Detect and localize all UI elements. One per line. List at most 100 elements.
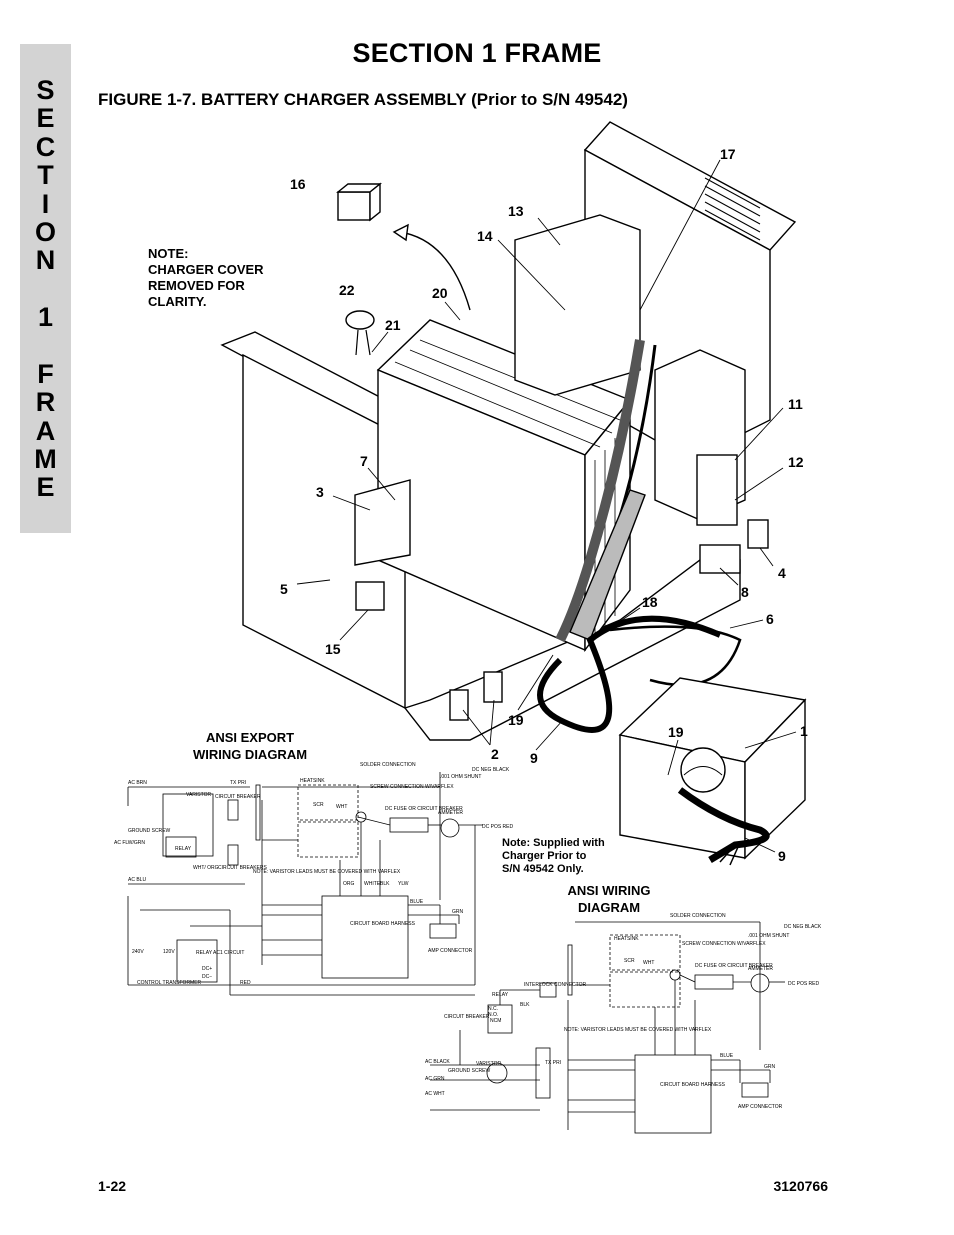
ansi-label: INTERLOCK CONNECTOR (524, 982, 587, 988)
ansi-wiring-diagram: ANSI WIRING DIAGRAM (425, 883, 822, 1134)
note-line: REMOVED FOR (148, 278, 245, 293)
side-tab-letter: A (35, 415, 56, 446)
side-tab-letter: F (37, 358, 54, 389)
note-line: CHARGER COVER (148, 262, 264, 277)
ansi-label: BLK (520, 1002, 530, 1008)
ansi-diagram-title: ANSI WIRING (567, 883, 650, 898)
side-tab-letter: E (36, 472, 55, 503)
callout-9: 9 (778, 848, 786, 864)
ansi-label: AC WHT (425, 1091, 445, 1097)
ansi-diagram-title: DIAGRAM (578, 900, 640, 915)
ansi-label: NCM (490, 1018, 501, 1024)
ansi-label: DC FUSE OR CIRCUIT BREAKER (695, 963, 773, 969)
export-label: DC− (202, 974, 212, 980)
callout-20: 20 (432, 285, 448, 301)
export-label: DC FUSE OR CIRCUIT BREAKER (385, 806, 463, 812)
export-label: WHT (336, 804, 347, 810)
side-tab-letter: C (35, 131, 56, 162)
callout-8: 8 (741, 584, 749, 600)
export-wiring-diagram: ANSI EXPORT WIRING DIAGRAM (114, 730, 514, 996)
ansi-label: SOLDER CONNECTION (670, 913, 726, 919)
side-tab-letter: N (35, 245, 56, 276)
side-tab-letter: 1 (37, 302, 54, 333)
callout-6: 6 (766, 611, 774, 627)
side-tab-letter: T (37, 160, 54, 191)
export-label: AC FLW/GRN (114, 840, 145, 846)
ansi-label: DC POS RED (788, 981, 820, 987)
export-label: .001 OHM SHUNT (440, 774, 481, 780)
ansi-label: GRN (764, 1064, 776, 1070)
export-label: BLK (380, 881, 390, 887)
export-label: DC NEG BLACK (472, 767, 510, 773)
export-label: GROUND SCREW (128, 828, 171, 834)
export-label: SCR (313, 802, 324, 808)
export-label: SCREW CONNECTION W/VARFLEX (370, 784, 454, 790)
callout-19: 19 (508, 712, 524, 728)
note-line: CLARITY. (148, 294, 207, 309)
side-tab-letter: M (34, 444, 57, 475)
ansi-label: AMMETER (748, 966, 773, 972)
export-label: AC BLU (128, 877, 146, 883)
callout-22: 22 (339, 282, 355, 298)
figure-title: FIGURE 1-7. BATTERY CHARGER ASSEMBLY (Pr… (98, 90, 628, 109)
export-label: RELAY AC1 CIRCUIT (196, 950, 244, 956)
export-label: 120V (163, 949, 175, 955)
ansi-label: NOTE: VARISTOR LEADS MUST BE COVERED WIT… (564, 1027, 712, 1033)
export-label: TX PRI (230, 780, 246, 786)
side-tab-letter: I (41, 188, 50, 219)
supplied-note-line: Charger Prior to (502, 850, 587, 862)
export-label: CIRCUIT BREAKER (215, 794, 261, 800)
ansi-label: N.C. (488, 1006, 498, 1012)
export-label: BLUE (410, 899, 424, 905)
document-number: 3120766 (773, 1178, 828, 1194)
export-diagram-title: WIRING DIAGRAM (193, 747, 307, 762)
callout-12: 12 (788, 454, 804, 470)
callout-9: 9 (530, 750, 538, 766)
export-label: CIRCUIT BREAKERS (218, 865, 267, 871)
export-label: SOLDER CONNECTION (360, 762, 416, 768)
export-label: WHT/ ORG (193, 865, 219, 871)
supplied-note-line: Note: Supplied with (502, 837, 605, 849)
supplied-note-line: S/N 49542 Only. (502, 863, 584, 875)
export-label: AMMETER (438, 810, 463, 816)
callout-11: 11 (788, 396, 803, 412)
section-side-tab (20, 44, 71, 533)
ansi-label: SCREW CONNECTION W/VARFLEX (682, 941, 766, 947)
export-label: WHITE (364, 881, 381, 887)
note-line: NOTE: (148, 246, 188, 261)
export-label: GRN (452, 909, 464, 915)
side-tab-letter: S (36, 75, 55, 105)
callout-5: 5 (280, 581, 288, 597)
ansi-label: BLUE (720, 1053, 734, 1059)
export-diagram-title: ANSI EXPORT (206, 730, 294, 745)
export-label: ORG (343, 881, 355, 887)
ansi-label: HEATSINK (614, 936, 639, 942)
export-label: YLW (398, 881, 409, 887)
side-tab-letter: E (36, 103, 55, 134)
ansi-label: RELAY (492, 992, 509, 998)
supplied-note: Note: Supplied with Charger Prior to S/N… (502, 837, 605, 875)
callout-13: 13 (508, 203, 524, 219)
ansi-label: AC GRN (425, 1076, 445, 1082)
export-label: CIRCUIT BOARD HARNESS (350, 921, 416, 927)
callout-21: 21 (385, 317, 401, 333)
callout-4: 4 (778, 565, 786, 581)
export-label: RED (240, 980, 251, 986)
export-label: RELAY (175, 846, 192, 852)
ansi-label: WHT (643, 960, 654, 966)
callout-18: 18 (642, 594, 658, 610)
callout-7: 7 (360, 453, 368, 469)
ansi-label: N.O. (488, 1012, 498, 1018)
callout-16: 16 (290, 176, 306, 192)
ansi-label: AMP CONNECTOR (738, 1104, 783, 1110)
side-tab-letter: O (34, 216, 56, 247)
callout-19: 19 (668, 724, 684, 740)
export-label: AC BRN (128, 780, 147, 786)
ansi-label: AC BLACK (425, 1059, 450, 1065)
ansi-label: .001 OHM SHUNT (748, 933, 789, 939)
callout-15: 15 (325, 641, 341, 657)
side-tab-letter: R (35, 387, 56, 418)
page-number: 1-22 (98, 1178, 127, 1194)
callout-17: 17 (720, 146, 736, 162)
